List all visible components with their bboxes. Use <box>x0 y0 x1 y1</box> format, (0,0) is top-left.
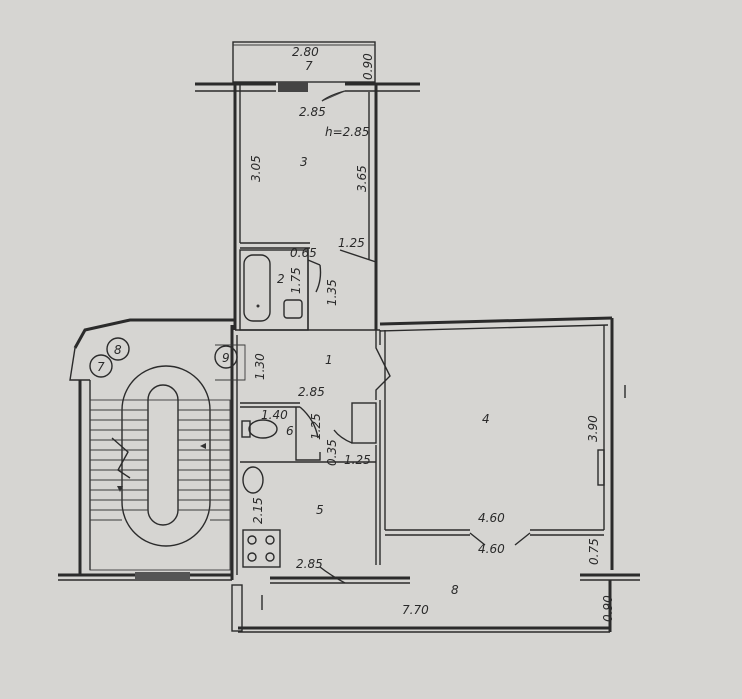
dim-wc-door: 1.25 <box>344 453 371 467</box>
dim-room4-w2: 4.60 <box>478 542 505 556</box>
stair-marker-8: 8 <box>114 343 122 357</box>
dim-wc-w: 1.40 <box>261 408 288 422</box>
room-3-walls <box>195 82 420 330</box>
stove <box>242 529 281 568</box>
dim-wc-gap: 0.35 <box>325 439 339 466</box>
stair-well-inner <box>147 384 179 526</box>
dim-hall-width: 2.85 <box>298 385 325 399</box>
room-7-label: 7 <box>305 59 313 73</box>
dim-room4-h: 3.90 <box>586 415 600 442</box>
balcony-8 <box>58 566 640 633</box>
hall-walls <box>230 325 391 580</box>
dim-room4-w1: 4.60 <box>478 511 505 525</box>
dim-kitchen-w: 2.85 <box>296 557 323 571</box>
dim-balcony-w: 7.70 <box>402 603 429 617</box>
stair-marker-circle-7 <box>89 354 113 378</box>
dim-wc-h: 1.25 <box>309 413 323 440</box>
dim-room3-height: h=2.85 <box>325 125 369 139</box>
dim-bath-h2: 1.35 <box>325 279 339 306</box>
dim-top-depth: 0.90 <box>361 53 375 80</box>
dim-hall-left: 1.30 <box>253 353 267 380</box>
dim-balcony-h: 0.90 <box>601 595 615 622</box>
kitchen-sink <box>242 466 264 494</box>
room-3-label: 3 <box>300 155 308 169</box>
dim-top-width: 2.80 <box>292 45 319 59</box>
stair-marker-circle-9 <box>214 345 238 369</box>
stair-marker-9: 9 <box>222 351 230 365</box>
room-5-label: 5 <box>316 503 324 517</box>
dim-room3-width: 2.85 <box>299 105 326 119</box>
window-top <box>278 82 308 92</box>
dim-room3-right: 3.65 <box>355 165 369 192</box>
room-2-label: 2 <box>277 272 285 286</box>
room-6-label: 6 <box>286 424 294 438</box>
dim-kitchen-h: 2.15 <box>251 497 265 524</box>
staircase <box>69 318 246 575</box>
sink <box>283 299 303 319</box>
stair-marker-7: 7 <box>97 360 105 374</box>
toilet-tank <box>241 420 251 438</box>
dim-bath-w: 0.65 <box>290 246 317 260</box>
room-1-label: 1 <box>325 353 333 367</box>
room-4-walls <box>379 316 626 570</box>
dim-bath-door: 1.25 <box>338 236 365 250</box>
wc <box>240 402 377 461</box>
room-4-label: 4 <box>482 412 490 426</box>
dim-balc-right: 0.75 <box>587 538 601 565</box>
toilet-bowl <box>248 419 278 439</box>
bathtub <box>243 254 271 322</box>
room-8-label: 8 <box>451 583 459 597</box>
bathroom <box>239 248 322 331</box>
stair-marker-circle-8 <box>106 337 130 361</box>
dim-room3-left: 3.05 <box>249 155 263 182</box>
kitchen <box>240 400 381 568</box>
dim-bath-h: 1.75 <box>289 267 303 294</box>
stair-well-outer <box>121 365 211 547</box>
